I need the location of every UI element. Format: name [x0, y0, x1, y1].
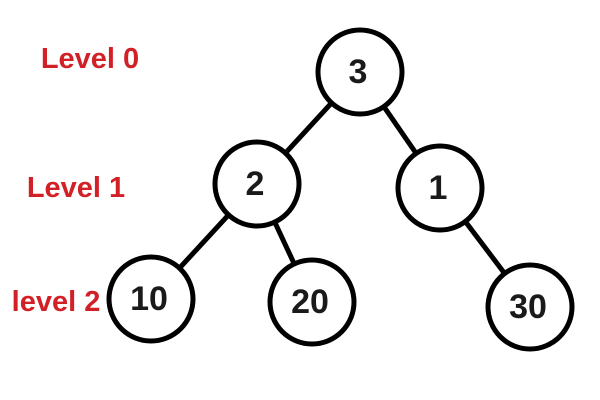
tree-node-value-20: 20: [291, 283, 329, 321]
tree-node-value-2: 2: [246, 165, 265, 203]
tree-node-circle-1: [395, 143, 485, 233]
tree-node-circle-20: [267, 257, 357, 347]
level-label-1: Level 1: [27, 172, 125, 204]
tree-node-value-30: 30: [509, 288, 547, 326]
tree-node-circle-3: [315, 27, 405, 117]
tree-node-circle-10: [106, 254, 196, 344]
level-label-2: level 2: [12, 286, 101, 318]
tree-node-value-3: 3: [349, 53, 368, 91]
tree-node-value-1: 1: [429, 169, 448, 207]
tree-node-circle-30: [485, 262, 575, 352]
level-label-0: Level 0: [41, 43, 139, 75]
tree-node-circle-2: [212, 139, 302, 229]
tree-node-value-10: 10: [130, 280, 168, 318]
